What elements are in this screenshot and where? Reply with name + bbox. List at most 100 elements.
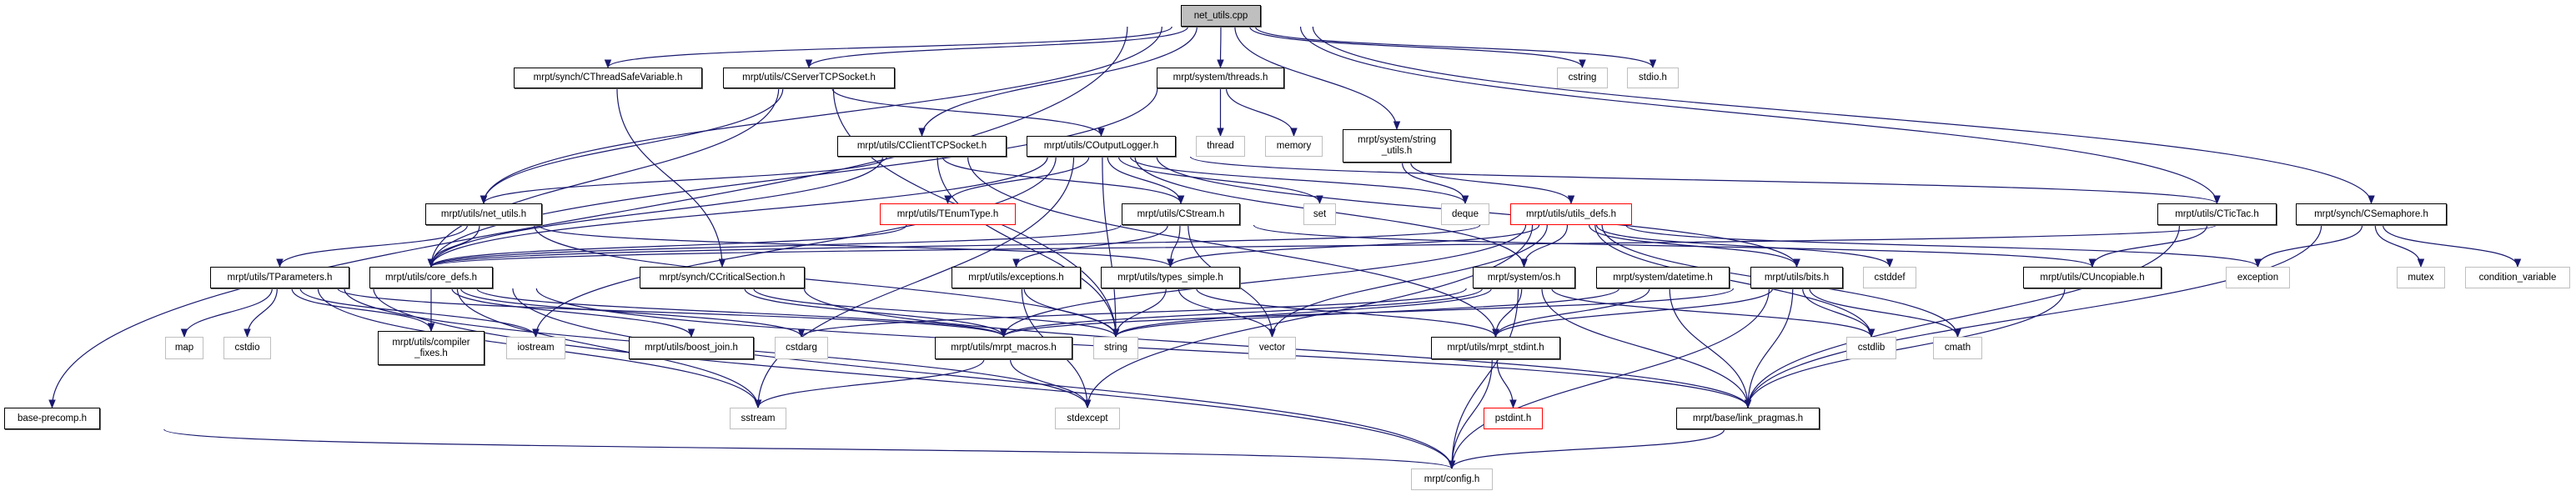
graph-node-exceptions[interactable]: mrpt/utils/exceptions.h	[952, 267, 1081, 288]
graph-node-cuncop[interactable]: mrpt/utils/CUncopiable.h	[2023, 267, 2162, 288]
edge-coutlog-to-string	[1102, 156, 1120, 338]
graph-node-sstream[interactable]: sstream	[730, 408, 786, 429]
graph-node-linkprag[interactable]: mrpt/base/link_pragmas.h	[1676, 408, 1820, 429]
edge-os-to-macros	[1000, 288, 1484, 338]
edge-coutlog-to-tenum	[944, 156, 1090, 205]
graph-node-cstdlib[interactable]: cstdlib	[1846, 337, 1896, 359]
graph-node-datetime[interactable]: mrpt/system/datetime.h	[1596, 267, 1730, 288]
graph-node-threads[interactable]: mrpt/system/threads.h	[1157, 68, 1284, 88]
edge-coutlog-to-deque	[1129, 156, 1469, 205]
graph-node-mutex[interactable]: mutex	[2397, 267, 2445, 288]
edge-os-to-linkprag	[1541, 288, 1752, 409]
edge-coutlog-to-set	[1117, 156, 1323, 205]
graph-node-ctsv[interactable]: mrpt/synch/CThreadSafeVariable.h	[514, 68, 702, 88]
graph-node-config[interactable]: mrpt/config.h	[1411, 468, 1493, 490]
graph-node-stdint[interactable]: mrpt/utils/mrpt_stdint.h	[1431, 337, 1560, 359]
graph-node-pstdint[interactable]: pstdint.h	[1484, 408, 1543, 429]
edge-utilsdefs-to-exception	[1625, 224, 2262, 268]
edge-macros-to-sstream	[754, 358, 985, 409]
graph-node-condvar[interactable]: condition_variable	[2465, 267, 2570, 288]
graph-node-string[interactable]: string	[1093, 337, 1138, 359]
graph-node-strutils[interactable]: mrpt/system/string _utils.h	[1343, 129, 1451, 163]
graph-node-coutlog[interactable]: mrpt/utils/COutputLogger.h	[1027, 136, 1176, 157]
edge-datetime-to-stdint	[1492, 288, 1650, 338]
edge-coredefs-to-boostjoin	[451, 288, 695, 338]
edge-root-to-netutils_h	[480, 26, 1162, 205]
edge-cserver-to-coredefs	[427, 88, 780, 268]
graph-node-set[interactable]: set	[1303, 203, 1336, 225]
edge-bits-to-macros	[1000, 288, 1735, 338]
graph-node-stdexcept[interactable]: stdexcept	[1055, 408, 1120, 429]
edge-os-to-cstdlib	[1551, 288, 1876, 338]
edge-utilsdefs-to-macros	[1000, 224, 1527, 338]
edge-threads-to-coredefs	[427, 88, 1158, 268]
graph-node-deque[interactable]: deque	[1441, 203, 1489, 225]
graph-node-cstdio[interactable]: cstdio	[223, 337, 271, 359]
edge-cstream-to-coredefs	[427, 224, 1122, 268]
graph-node-bits[interactable]: mrpt/utils/bits.h	[1750, 267, 1843, 288]
graph-node-exception[interactable]: exception	[2226, 267, 2290, 288]
edge-cserver-to-coutlog	[831, 88, 1105, 138]
edge-ccrit-to-string	[753, 288, 1120, 338]
edge-tparams-to-macros	[337, 288, 1007, 338]
graph-node-cstddef[interactable]: cstddef	[1863, 267, 1916, 288]
edge-root-to-cserver	[805, 26, 1189, 69]
graph-node-compfix[interactable]: mrpt/utils/compiler _fixes.h	[378, 331, 485, 365]
edge-coutlog-to-sstream	[754, 156, 1075, 409]
edge-utilsdefs-to-os	[1520, 224, 1569, 268]
edge-coredefs-to-config	[512, 288, 1456, 470]
graph-node-cmath[interactable]: cmath	[1933, 337, 1982, 359]
graph-node-cserver[interactable]: mrpt/utils/CServerTCPSocket.h	[723, 68, 895, 88]
graph-node-utilsdefs[interactable]: mrpt/utils/utils_defs.h	[1510, 203, 1632, 225]
edge-root-to-strutils	[1234, 26, 1401, 131]
edge-netutils_h-to-typessimple	[538, 224, 1174, 268]
edge-root-to-base_precomp	[48, 26, 1128, 409]
edge-utilsdefs-to-bits	[1589, 224, 1800, 268]
edge-stdint-to-pstdint	[1496, 358, 1517, 409]
edge-root-to-csem	[1312, 26, 2375, 205]
graph-node-ccrit[interactable]: mrpt/synch/CCriticalSection.h	[640, 267, 805, 288]
graph-node-cstdarg[interactable]: cstdarg	[775, 337, 828, 359]
edge-cstream-to-exceptions	[1012, 224, 1168, 268]
edge-cstream-to-cuncop	[1253, 224, 2096, 268]
edge-utilsdefs-to-cstdlib	[1594, 224, 1876, 338]
edge-cclient-to-netutils_h	[480, 156, 888, 205]
graph-node-cclient[interactable]: mrpt/utils/CClientTCPSocket.h	[837, 136, 1007, 157]
edge-strutils-to-utilsdefs	[1410, 162, 1575, 205]
edge-bits-to-cmath	[1809, 288, 1961, 338]
edge-utilsdefs-to-coredefs	[428, 224, 1481, 268]
graph-node-stdio[interactable]: stdio.h	[1627, 68, 1679, 88]
graph-node-netutils_h[interactable]: mrpt/utils/net_utils.h	[425, 203, 542, 225]
graph-node-ctictac[interactable]: mrpt/utils/CTicTac.h	[2157, 203, 2277, 225]
graph-node-thread[interactable]: thread	[1196, 136, 1245, 157]
graph-node-boostjoin[interactable]: mrpt/utils/boost_join.h	[629, 337, 754, 359]
graph-node-memory[interactable]: memory	[1265, 136, 1323, 157]
graph-node-tparams[interactable]: mrpt/utils/TParameters.h	[210, 267, 349, 288]
edge-csem-to-mutex	[2374, 224, 2425, 268]
graph-node-macros[interactable]: mrpt/utils/mrpt_macros.h	[935, 337, 1072, 359]
edge-cclient-to-string	[936, 156, 1120, 338]
graph-node-tenum[interactable]: mrpt/utils/TEnumType.h	[880, 203, 1016, 225]
graph-node-base_precomp[interactable]: base-precomp.h	[4, 408, 100, 429]
edge-csem-to-condvar	[2382, 224, 2522, 268]
graph-node-iostream[interactable]: iostream	[506, 337, 565, 359]
edge-root-to-ctsv	[604, 26, 1173, 69]
graph-node-cstring[interactable]: cstring	[1557, 68, 1608, 88]
graph-node-map[interactable]: map	[165, 337, 203, 359]
graph-node-os[interactable]: mrpt/system/os.h	[1473, 267, 1575, 288]
edge-coutlog-to-ctictac	[1189, 156, 2221, 205]
graph-node-vector[interactable]: vector	[1248, 337, 1296, 359]
edge-os-to-cstdarg	[797, 288, 1467, 338]
graph-node-root: net_utils.cpp	[1181, 5, 1261, 27]
graph-node-typessimple[interactable]: mrpt/utils/types_simple.h	[1101, 267, 1240, 288]
edge-bits-to-stdint	[1492, 288, 1774, 338]
edge-ctictac-to-cuncop	[2088, 224, 2208, 268]
graph-node-coredefs[interactable]: mrpt/utils/core_defs.h	[369, 267, 493, 288]
graph-node-csem[interactable]: mrpt/synch/CSemaphore.h	[2296, 203, 2447, 225]
edge-coutlog-to-coredefs	[427, 156, 1048, 268]
edge-csem-to-coredefs	[428, 224, 2217, 268]
edge-strutils-to-deque	[1401, 162, 1469, 205]
graph-node-cstream[interactable]: mrpt/utils/CStream.h	[1122, 203, 1240, 225]
